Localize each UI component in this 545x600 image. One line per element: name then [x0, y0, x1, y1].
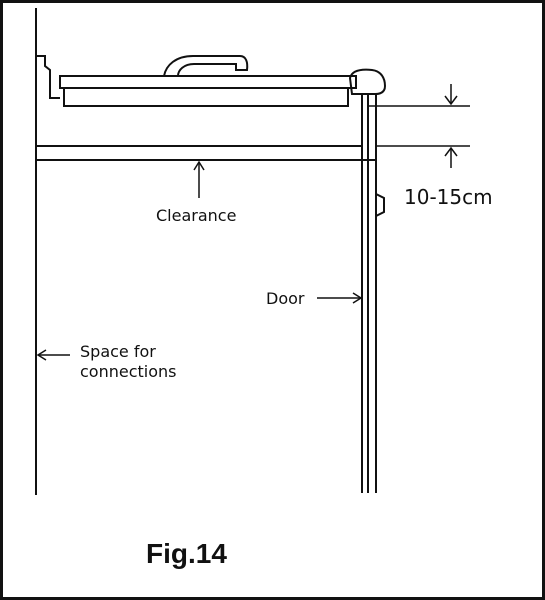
- space-label-line1: Space for: [80, 342, 156, 361]
- clearance-label: Clearance: [156, 206, 236, 225]
- right-cap: [348, 68, 387, 95]
- space-label-line2: connections: [80, 362, 177, 381]
- measure-bottom-arrowhead: [444, 146, 458, 157]
- space-pointer-arrowhead: [36, 349, 47, 361]
- top-handle: [163, 55, 249, 77]
- top-cabinet-rail: [59, 75, 357, 89]
- clearance-pointer-arrowhead: [193, 160, 205, 171]
- door-latch: [375, 193, 385, 217]
- measure-top-arrowhead: [444, 95, 458, 106]
- measurement-label: 10-15cm: [404, 185, 493, 209]
- figure-label: Fig.14: [146, 538, 227, 569]
- door-pointer-arrowhead: [352, 292, 363, 304]
- door-label: Door: [266, 289, 305, 308]
- left-bracket: [36, 55, 60, 99]
- top-cabinet-body: [63, 87, 349, 107]
